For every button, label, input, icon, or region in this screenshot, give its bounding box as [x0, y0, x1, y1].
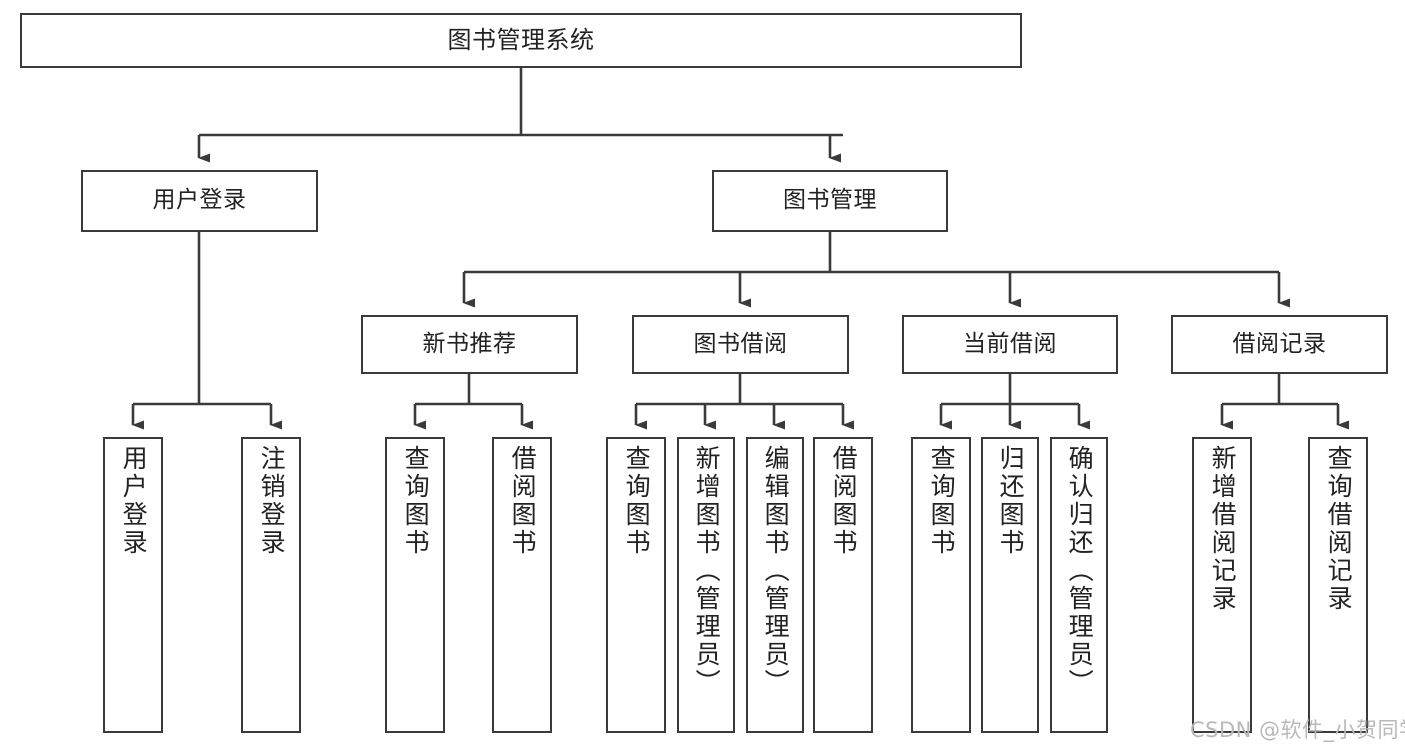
node-book-management[interactable]: 图书管理: [712, 170, 948, 232]
leaf-book-borrow-edit[interactable]: 编辑图书（管理员）: [746, 437, 804, 733]
leaf-book-borrow-query-label: 查询图书: [622, 445, 652, 557]
watermark: CSDN @软件_小贺同学: [1190, 718, 1405, 742]
node-current-borrow[interactable]: 当前借阅: [902, 315, 1118, 374]
node-book-management-label: 图书管理: [783, 187, 877, 214]
leaf-current-borrow-query[interactable]: 查询图书: [911, 437, 971, 733]
leaf-records-add[interactable]: 新增借阅记录: [1192, 437, 1252, 733]
leaf-user-login-logout[interactable]: 注销登录: [241, 437, 301, 733]
leaf-records-query-label: 查询借阅记录: [1324, 445, 1354, 613]
leaf-book-borrow-add[interactable]: 新增图书（管理员）: [677, 437, 735, 733]
node-user-login[interactable]: 用户登录: [81, 170, 318, 232]
leaf-book-borrow-borrow[interactable]: 借阅图书: [813, 437, 873, 733]
leaf-current-borrow-return[interactable]: 归还图书: [981, 437, 1039, 733]
node-book-borrow[interactable]: 图书借阅: [632, 315, 849, 374]
node-new-book-recommend-label: 新书推荐: [422, 330, 517, 357]
leaf-records-add-label: 新增借阅记录: [1208, 445, 1238, 613]
leaf-current-borrow-confirm-label: 确认归还（管理员）: [1065, 445, 1095, 697]
leaf-book-borrow-borrow-label: 借阅图书: [829, 445, 859, 557]
leaf-current-borrow-return-label: 归还图书: [996, 445, 1026, 557]
node-new-book-recommend[interactable]: 新书推荐: [361, 315, 578, 374]
leaf-new-book-borrow-label: 借阅图书: [508, 445, 538, 557]
leaf-book-borrow-edit-label: 编辑图书（管理员）: [761, 445, 791, 697]
leaf-new-book-query-label: 查询图书: [401, 445, 431, 557]
leaf-records-query[interactable]: 查询借阅记录: [1308, 437, 1368, 733]
node-borrow-records[interactable]: 借阅记录: [1171, 315, 1388, 374]
leaf-book-borrow-query[interactable]: 查询图书: [606, 437, 666, 733]
node-current-borrow-label: 当前借阅: [963, 330, 1057, 357]
leaf-user-login-login-label: 用户登录: [119, 445, 149, 557]
leaf-current-borrow-query-label: 查询图书: [927, 445, 957, 557]
leaf-new-book-borrow[interactable]: 借阅图书: [492, 437, 552, 733]
node-user-login-label: 用户登录: [152, 187, 247, 214]
node-root-label: 图书管理系统: [447, 26, 595, 55]
node-book-borrow-label: 图书借阅: [693, 330, 788, 357]
node-root[interactable]: 图书管理系统: [20, 13, 1022, 68]
leaf-book-borrow-add-label: 新增图书（管理员）: [692, 445, 722, 697]
leaf-user-login-login[interactable]: 用户登录: [103, 437, 163, 733]
node-borrow-records-label: 借阅记录: [1232, 330, 1327, 357]
leaf-new-book-query[interactable]: 查询图书: [385, 437, 445, 733]
leaf-current-borrow-confirm[interactable]: 确认归还（管理员）: [1050, 437, 1108, 733]
leaf-user-login-logout-label: 注销登录: [257, 445, 287, 557]
